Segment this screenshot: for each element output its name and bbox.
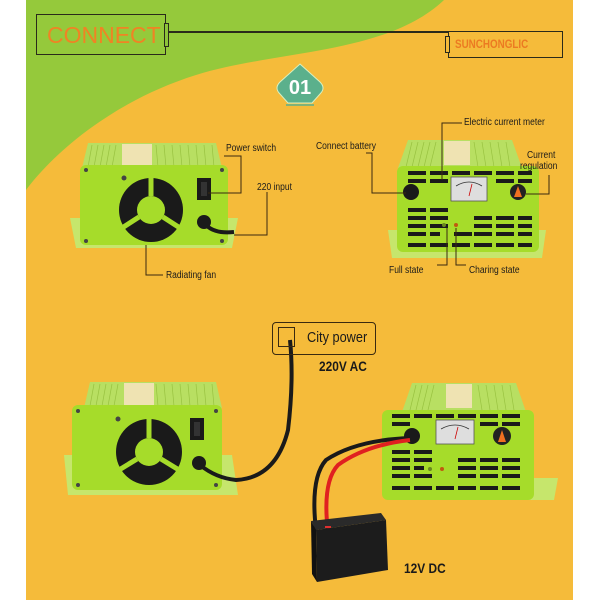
label-city-power: City power bbox=[307, 329, 368, 346]
charger-front-view-top bbox=[70, 143, 238, 248]
label-current-regulation-1: Current bbox=[527, 150, 556, 161]
charger-back-view-bottom bbox=[382, 383, 558, 500]
title-frame: CONNECT bbox=[36, 14, 166, 55]
brand-name: SUNCHONGLIC bbox=[455, 37, 529, 51]
step-badge-shape bbox=[276, 63, 324, 106]
label-current-meter: Electric current meter bbox=[464, 117, 545, 128]
header-connector-line bbox=[169, 31, 449, 33]
right-callouts bbox=[366, 122, 550, 266]
label-12v-dc: 12V DC bbox=[404, 560, 446, 576]
charger-front-view-bottom bbox=[64, 382, 238, 495]
label-connect-battery: Connect battery bbox=[316, 141, 377, 152]
plug-icon bbox=[278, 327, 295, 347]
dc-black-cable bbox=[312, 436, 411, 531]
brand-frame: SUNCHONGLIC bbox=[448, 31, 563, 58]
step-badge-number: 01 bbox=[288, 77, 312, 99]
label-power-switch: Power switch bbox=[226, 143, 277, 154]
green-wave-shape bbox=[26, 0, 444, 190]
page-title: CONNECT bbox=[47, 22, 161, 48]
city-power-box: City power bbox=[272, 322, 376, 355]
title-frame-tab bbox=[164, 23, 169, 47]
charger-back-view-top bbox=[388, 140, 546, 258]
background-shapes bbox=[26, 0, 558, 582]
label-charging-state: Charing state bbox=[469, 265, 520, 276]
infographic-canvas: CONNECT SUNCHONGLIC 01 Power switch 220 … bbox=[26, 0, 573, 600]
label-current-regulation-2: regulation bbox=[520, 161, 558, 172]
dc-red-cable bbox=[324, 438, 411, 533]
ac-power-cord bbox=[198, 339, 294, 483]
brand-frame-tab bbox=[445, 36, 450, 53]
vent-slots bbox=[408, 171, 532, 247]
label-220v-ac: 220V AC bbox=[319, 358, 367, 374]
left-callouts bbox=[145, 155, 268, 276]
label-radiating-fan: Radiating fan bbox=[166, 270, 217, 281]
battery-12v bbox=[311, 513, 388, 582]
label-220-input: 220 input bbox=[257, 182, 292, 193]
label-full-state: Full state bbox=[389, 265, 424, 276]
